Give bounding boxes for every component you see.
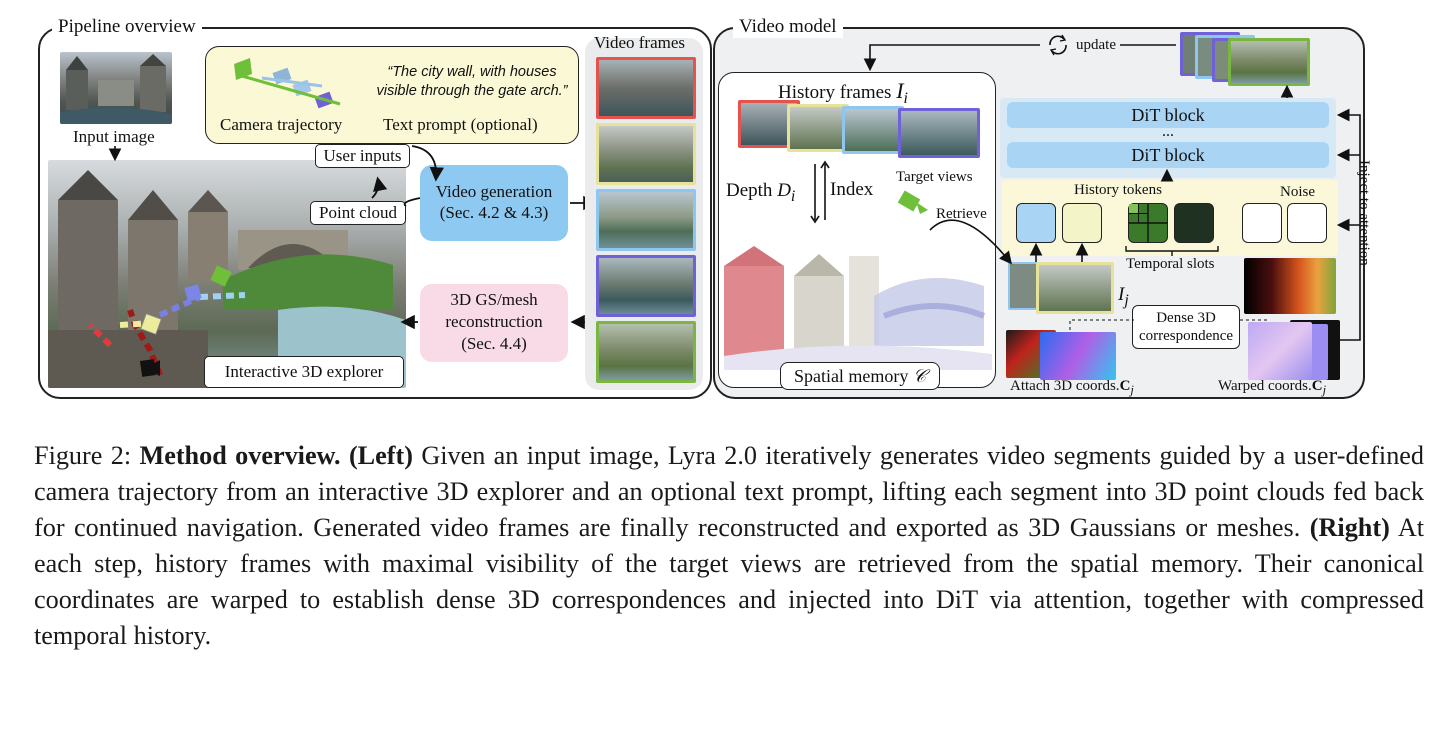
text-prompt-quote: “The city wall, with houses visible thro… <box>376 64 568 99</box>
caption-right-tag: (Right) <box>1309 513 1390 542</box>
temporal-slots-brace <box>1125 246 1219 256</box>
reconstruction-line1: 3D GS/mesh <box>450 290 538 309</box>
warped-coords-symbol: C <box>1311 378 1323 394</box>
figure-caption: Figure 2: Method overview. (Left) Given … <box>34 438 1424 654</box>
history-frame-2 <box>787 104 849 152</box>
tokens-area <box>1002 180 1338 256</box>
retrieved-frame-front <box>1036 262 1114 314</box>
caption-prefix: Figure 2: <box>34 441 132 470</box>
noise-token-2 <box>1287 203 1327 243</box>
dit-block-1: DiT block <box>1007 102 1329 128</box>
video-generation-line1: Video generation <box>435 182 553 201</box>
interactive-3d-explorer-scene <box>48 160 406 388</box>
depth-label: Depth Di <box>726 180 795 206</box>
input-image-thumbnail <box>60 52 172 124</box>
ij-sub: j <box>1124 291 1129 309</box>
dense-3d-correspondence-box: Dense 3D correspondence <box>1132 305 1240 349</box>
depth-symbol: D <box>777 180 791 201</box>
camera-icon-yellow <box>140 313 162 335</box>
attach-coords-map-front <box>1040 332 1116 380</box>
video-frame-1 <box>596 57 696 119</box>
depth-sub: i <box>790 187 796 205</box>
pipeline-overview-title: Pipeline overview <box>52 16 202 38</box>
history-frames-text: History frames <box>778 82 892 103</box>
spatial-memory-symbol: 𝒞 <box>912 366 927 386</box>
refresh-icon <box>1049 34 1067 56</box>
temporal-slot-green <box>1128 203 1168 243</box>
history-token-blue <box>1016 203 1056 243</box>
depth-index-arrows <box>810 160 830 224</box>
video-generation-box <box>420 165 568 241</box>
ij-symbol: I <box>1118 284 1125 305</box>
ij-label: Ij <box>1118 284 1129 310</box>
video-frames-label: Video frames <box>594 33 686 52</box>
point-cloud-label: Point cloud <box>310 201 406 225</box>
warped-coords-label: Warped coords.Cj <box>1218 378 1326 398</box>
interactive-3d-explorer-label: Interactive 3D explorer <box>204 356 404 388</box>
attach-coords-symbol: C <box>1119 378 1131 394</box>
camera-icon-blue <box>184 284 202 302</box>
noise-token-1 <box>1242 203 1282 243</box>
temporal-slot-dark <box>1174 203 1214 243</box>
target-views-label: Target views <box>896 169 973 185</box>
user-inputs-label: User inputs <box>315 144 410 168</box>
input-image-label: Input image <box>73 127 155 146</box>
dit-ellipsis: ... <box>1162 123 1174 140</box>
noise-label: Noise <box>1280 184 1315 200</box>
reconstruction-box <box>420 284 568 362</box>
history-tokens-label: History tokens <box>1074 182 1162 198</box>
target-view-camera-icon <box>897 190 928 214</box>
video-frame-5 <box>596 321 696 383</box>
caption-left-text: Given an input image, Lyra 2.0 iterative… <box>34 441 1425 542</box>
spatial-memory-label: Spatial memory 𝒞 <box>780 362 940 390</box>
attach-coords-text: Attach 3D coords. <box>1010 378 1120 394</box>
dense-line2: correspondence <box>1138 328 1234 344</box>
user-inputs-box <box>205 46 579 144</box>
history-frames-symbol: I <box>896 78 904 103</box>
video-frame-4 <box>596 255 696 317</box>
dit-block-2: DiT block <box>1007 142 1329 168</box>
update-label: update <box>1076 37 1116 53</box>
video-model-title: Video model <box>733 16 843 38</box>
reconstruction-line2: reconstruction <box>445 312 543 331</box>
retrieve-label: Retrieve <box>936 206 987 222</box>
attach-coords-label: Attach 3D coords.Cj <box>1010 378 1134 398</box>
video-frame-3 <box>596 189 696 251</box>
reconstruction-line3: (Sec. 4.4) <box>461 334 527 353</box>
history-frames-label: History frames Ii <box>778 78 908 108</box>
warped-coords-text: Warped coords. <box>1218 378 1312 394</box>
spatial-memory-text: Spatial memory <box>793 366 909 386</box>
attach-coords-sub: j <box>1130 383 1134 397</box>
text-prompt-label: Text prompt (optional) <box>383 115 538 134</box>
video-frame-2 <box>596 123 696 185</box>
caption-right-text: At each step, history frames with maxima… <box>34 513 1425 650</box>
camera-trajectory-label: Camera trajectory <box>220 115 343 134</box>
dense-line1: Dense 3D <box>1156 310 1216 326</box>
camera-trajectory-icon <box>234 58 341 109</box>
history-frames-sub: i <box>903 89 908 107</box>
index-label: Index <box>830 179 874 200</box>
temporal-slots-label: Temporal slots <box>1126 256 1215 272</box>
camera-icon-black <box>139 359 160 377</box>
caption-paragraph: Figure 2: Method overview. (Left) Given … <box>34 438 1424 654</box>
caption-left-tag: (Left) <box>348 441 413 470</box>
depth-text: Depth <box>726 180 773 201</box>
camera-icon-green <box>210 265 232 287</box>
right-arrows <box>863 44 1361 341</box>
history-token-yellow <box>1062 203 1102 243</box>
history-frame-4 <box>898 108 980 158</box>
warped-coords-front <box>1248 322 1312 380</box>
video-generation-line2: (Sec. 4.2 & 4.3) <box>439 203 549 222</box>
depth-map-thumbnail <box>1244 258 1336 314</box>
output-frame-main <box>1228 38 1310 86</box>
warped-coords-sub: j <box>1322 383 1327 397</box>
caption-bold-title: Method overview. <box>139 441 341 470</box>
